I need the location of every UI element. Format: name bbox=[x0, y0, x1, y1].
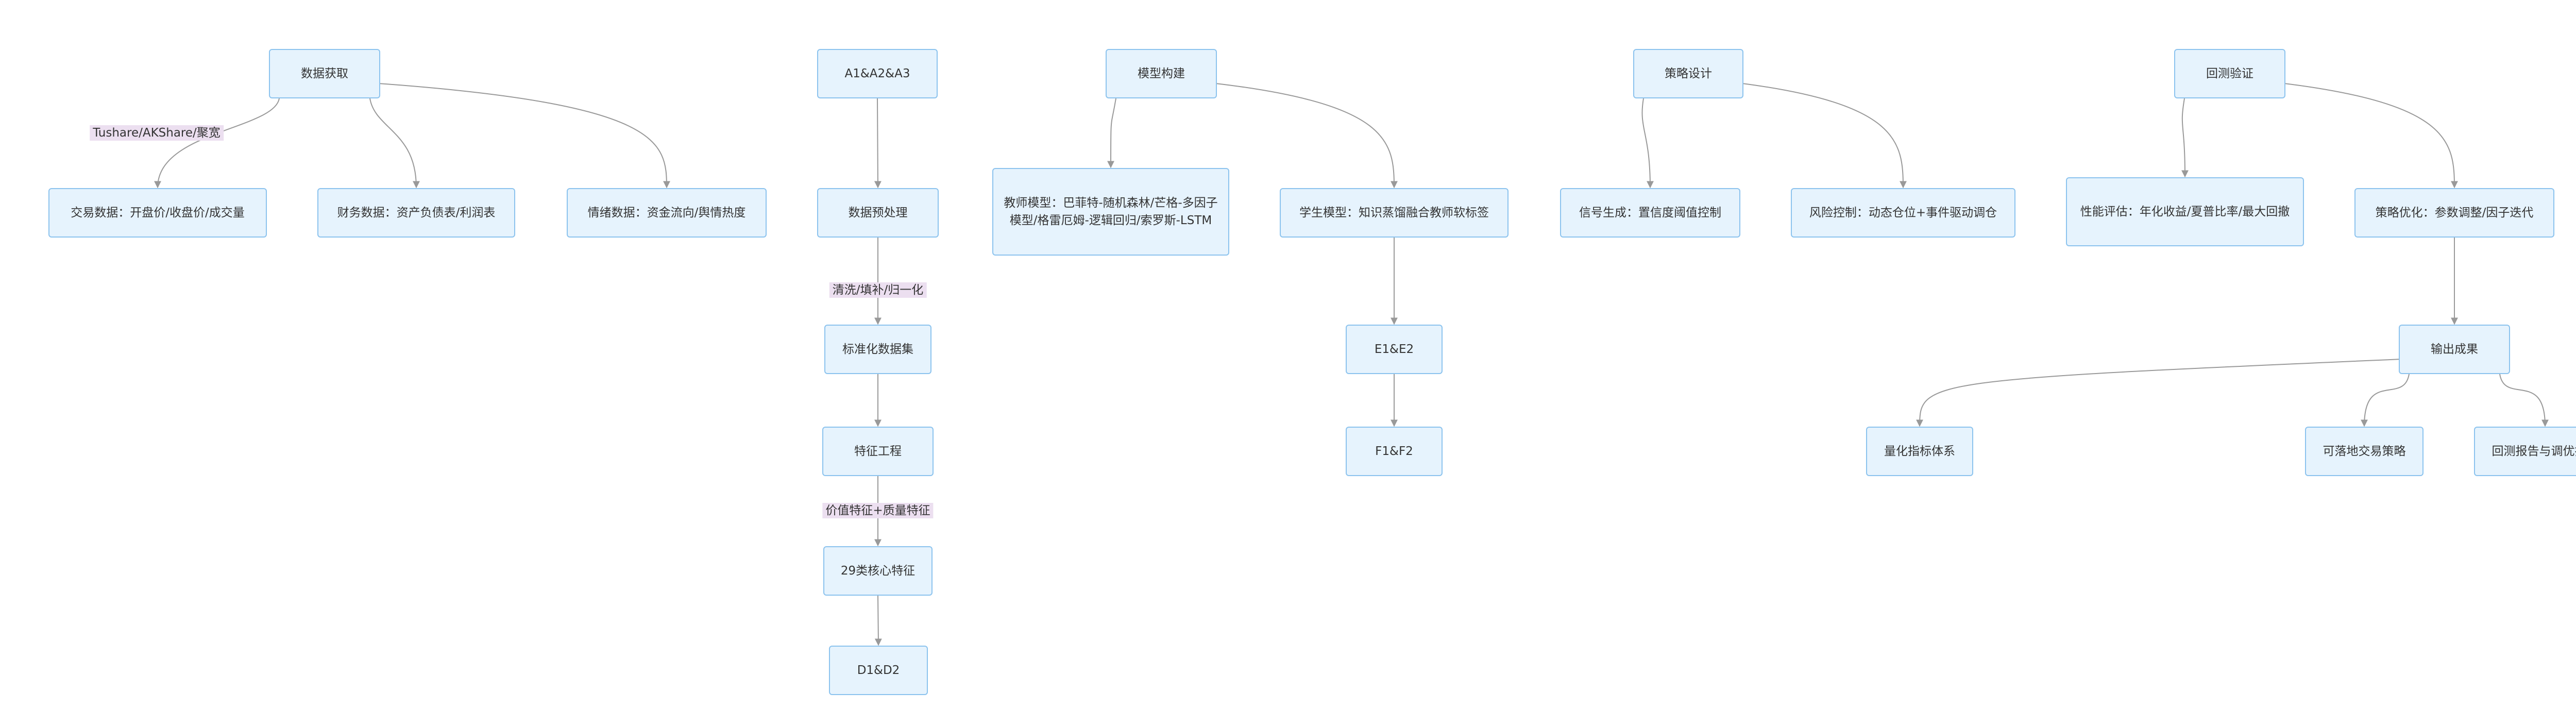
edge-label-cleaning: 清洗/填补/归一化 bbox=[829, 282, 927, 298]
node-signal-generation: 信号生成：置信度阈值控制 bbox=[1560, 188, 1740, 238]
edge-label-data-source: Tushare/AKShare/聚宽 bbox=[90, 125, 224, 141]
edge-data_acquisition-to-trade_data bbox=[154, 98, 280, 189]
node-f-group: F1&F2 bbox=[1346, 427, 1443, 476]
edge-backtest-to-strategy_opt bbox=[2285, 83, 2458, 189]
edge-a_group-to-preprocessing bbox=[874, 98, 882, 189]
node-performance-eval: 性能评估：年化收益/夏普比率/最大回撤 bbox=[2066, 177, 2304, 246]
edge-data_acquisition-to-financial_data bbox=[369, 98, 420, 189]
node-sentiment-data: 情绪数据：资金流向/舆情热度 bbox=[567, 188, 767, 238]
edge-model_building-to-teacher_model bbox=[1107, 98, 1116, 168]
node-a-group: A1&A2&A3 bbox=[817, 49, 938, 98]
edge-strategy_design-to-risk_control bbox=[1743, 83, 1907, 189]
edge-model_building-to-student_model bbox=[1216, 83, 1398, 189]
node-standard-dataset: 标准化数据集 bbox=[824, 325, 931, 374]
node-e-group: E1&E2 bbox=[1346, 325, 1443, 374]
node-quant-system: 量化指标体系 bbox=[1866, 427, 1973, 476]
node-teacher-model: 教师模型：巴菲特-随机森林/芒格-多因子模型/格雷厄姆-逻辑回归/索罗斯-LST… bbox=[992, 168, 1229, 256]
node-model-building: 模型构建 bbox=[1106, 49, 1217, 98]
node-student-model: 学生模型：知识蒸馏融合教师软标签 bbox=[1280, 188, 1509, 238]
node-backtest: 回测验证 bbox=[2174, 49, 2285, 98]
node-financial-data: 财务数据：资产负债表/利润表 bbox=[317, 188, 515, 238]
node-d-group: D1&D2 bbox=[829, 646, 928, 695]
edge-data_acquisition-to-sentiment_data bbox=[380, 83, 670, 189]
node-preprocessing: 数据预处理 bbox=[817, 188, 939, 238]
node-strategy-opt: 策略优化：参数调整/因子迭代 bbox=[2354, 188, 2554, 238]
node-core-features: 29类核心特征 bbox=[823, 546, 933, 596]
node-trade-data: 交易数据：开盘价/收盘价/成交量 bbox=[48, 188, 267, 238]
edge-backtest-to-performance_eval bbox=[2181, 98, 2189, 178]
node-output: 输出成果 bbox=[2399, 325, 2510, 374]
node-trading-strategy: 可落地交易策略 bbox=[2305, 427, 2424, 476]
node-risk-control: 风险控制：动态仓位+事件驱动调仓 bbox=[1791, 188, 2015, 238]
node-strategy-design: 策略设计 bbox=[1633, 49, 1743, 98]
edge-output-to-quant_system bbox=[1916, 359, 2399, 427]
edge-strategy_design-to-signal_generation bbox=[1641, 98, 1654, 189]
node-data-acquisition: 数据获取 bbox=[269, 49, 380, 98]
node-feature-engineering: 特征工程 bbox=[822, 427, 934, 476]
edge-output-to-backtest_report bbox=[2499, 374, 2549, 427]
edge-label-features: 价值特征+质量特征 bbox=[822, 503, 934, 518]
node-backtest-report: 回测报告与调优指南 bbox=[2474, 427, 2576, 476]
edge-output-to-trading_strategy bbox=[2361, 374, 2410, 427]
